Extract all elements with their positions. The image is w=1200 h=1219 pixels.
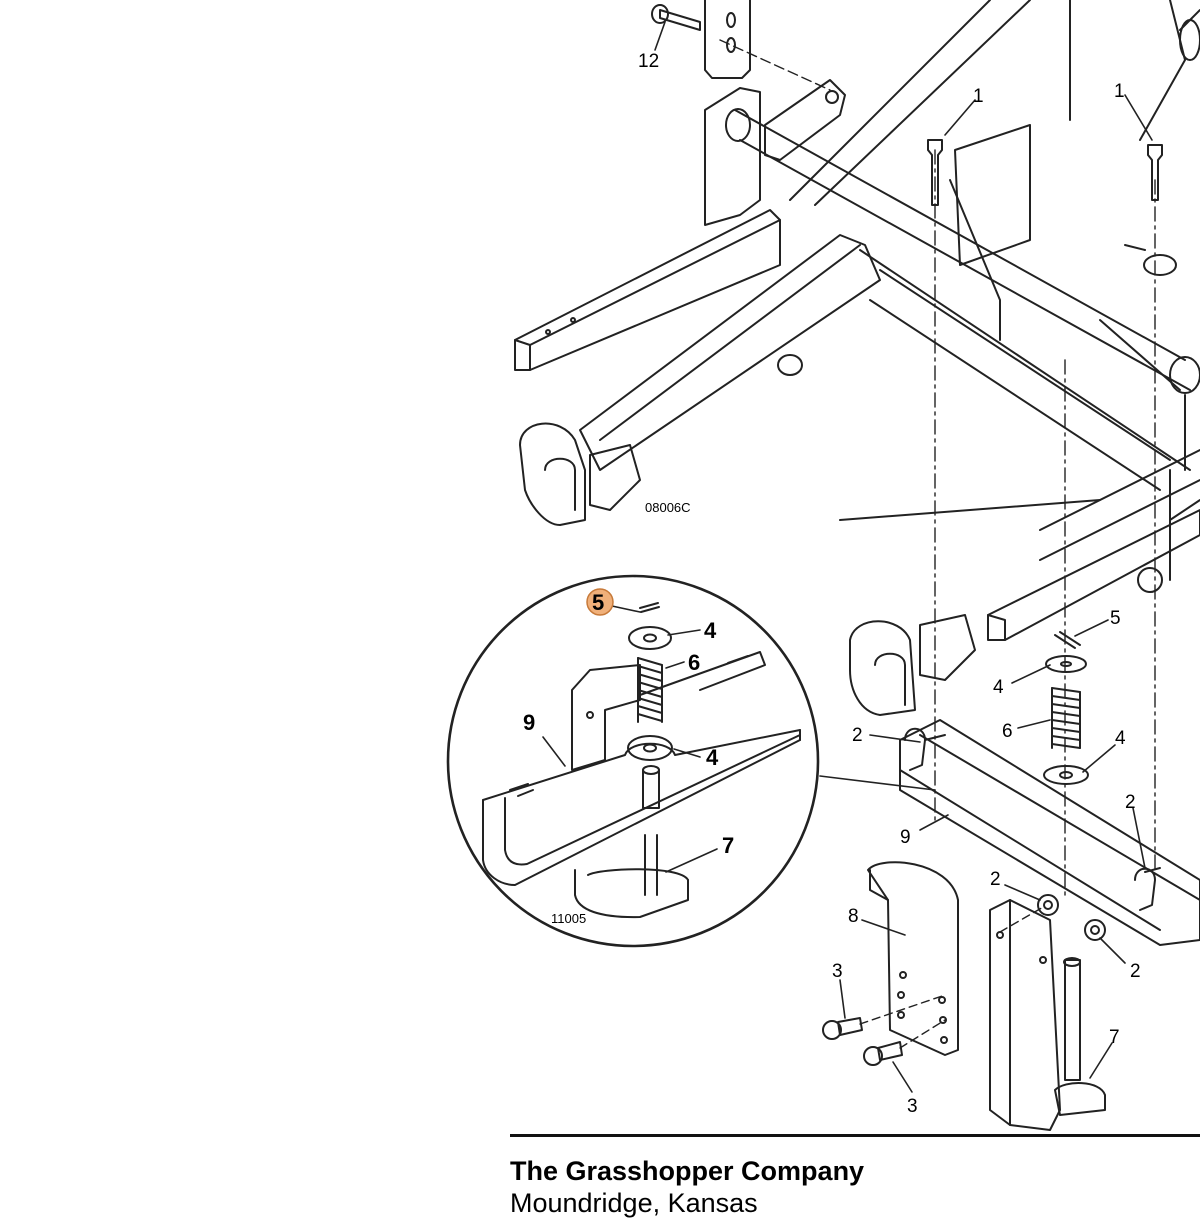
callout-3-lower: 3 [907, 1096, 918, 1117]
callout-4-lower: 4 [1115, 728, 1126, 749]
drawing-code-detail: 11005 [551, 911, 586, 926]
detail-callouts: 5 4 6 9 4 7 11005 [523, 590, 734, 926]
lower-assembly [822, 631, 1200, 1131]
detail-callout-6: 6 [688, 650, 700, 675]
detail-callout-7: 7 [722, 833, 734, 858]
callout-3-upper: 3 [832, 961, 843, 982]
detail-callout-4-top: 4 [704, 618, 717, 643]
detail-callout-4-bottom: 4 [706, 745, 719, 770]
callout-1-right: 1 [1114, 81, 1125, 102]
callout-12: 12 [638, 51, 659, 72]
detail-view [446, 574, 820, 948]
callout-2-nut-right: 2 [1130, 961, 1141, 982]
callout-2-nut-left: 2 [990, 869, 1001, 890]
bolt-1-left [927, 139, 943, 206]
detail-callout-9: 9 [523, 710, 535, 735]
drawing-code-main: 08006C [645, 500, 691, 515]
callout-8: 8 [848, 906, 859, 927]
callout-4-upper: 4 [993, 677, 1004, 698]
callout-9: 9 [900, 827, 911, 848]
footer-rule [510, 1134, 1200, 1137]
leader-lines [654, 21, 1153, 1093]
callout-7: 7 [1109, 1027, 1120, 1048]
main-callouts: 12 1 1 5 4 6 4 2 9 2 8 2 2 3 3 7 08006C [638, 51, 1141, 1117]
callout-1-left: 1 [973, 86, 984, 107]
callout-2-right: 2 [1125, 792, 1136, 813]
bolt-1-right [1147, 144, 1163, 201]
company-name: The Grasshopper Company [510, 1156, 865, 1186]
company-location: Moundridge, Kansas [510, 1188, 758, 1218]
highlight-marker [586, 588, 614, 616]
callout-2-left: 2 [852, 725, 863, 746]
callout-6: 6 [1002, 721, 1013, 742]
callout-5: 5 [1110, 608, 1121, 629]
upper-frame [514, 0, 1200, 901]
detail-callout-5: 5 [592, 590, 604, 615]
